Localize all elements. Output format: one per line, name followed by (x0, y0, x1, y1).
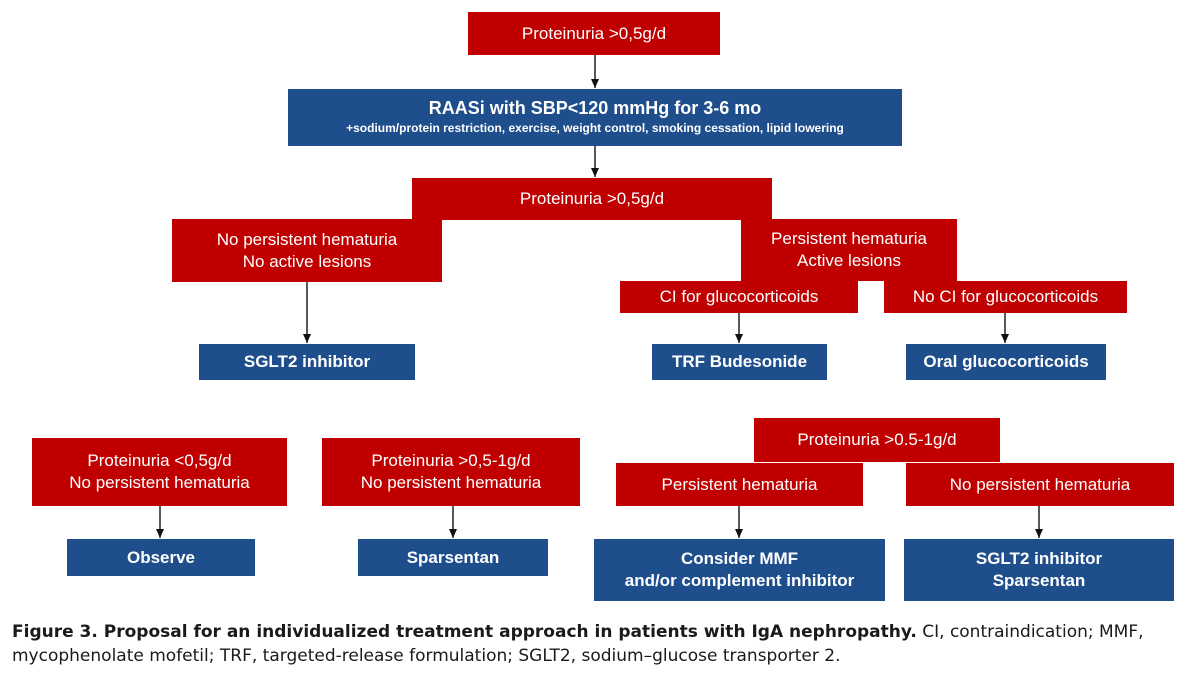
node-label: Persistent hematuria (771, 229, 927, 248)
node-label: SGLT2 inhibitor (975, 549, 1103, 568)
node-proteinuria-initial: Proteinuria >0,5g/d (468, 12, 720, 55)
node-label: Proteinuria >0,5g/d (519, 189, 665, 208)
node-persistent-hematuria: Persistent hematuria (616, 463, 863, 506)
node-oral-glucocorticoids: Oral glucocorticoids (906, 344, 1106, 380)
node-trf-budesonide: TRF Budesonide (652, 344, 827, 380)
node-label: Consider MMF (680, 549, 799, 568)
node-sublabel: +sodium/protein restriction, exercise, w… (346, 120, 844, 135)
node-label: RAASi with SBP<120 mmHg for 3-6 mo (428, 97, 762, 118)
node-no-hematuria-no-lesions: No persistent hematuria No active lesion… (172, 219, 442, 282)
node-label: Oral glucocorticoids (923, 352, 1089, 371)
node-label: TRF Budesonide (671, 352, 808, 371)
node-label: and/or complement inhibitor (624, 571, 855, 590)
node-proteinuria-mid: Proteinuria >0.5-1g/d (754, 418, 1000, 462)
node-label: No persistent hematuria (69, 473, 250, 492)
figure-caption: Figure 3. Proposal for an individualized… (12, 620, 1188, 668)
node-label: Sparsentan (992, 571, 1086, 590)
node-label: CI for glucocorticoids (659, 287, 819, 306)
caption-text: CI, contraindication; MMF, mycophenolate… (12, 622, 1144, 666)
node-label: Proteinuria >0,5g/d (521, 23, 667, 43)
node-label: Proteinuria <0,5g/d (87, 451, 232, 470)
node-label: No active lesions (242, 251, 372, 271)
node-ci-glucocorticoids: CI for glucocorticoids (620, 281, 858, 313)
node-no-ci-glucocorticoids: No CI for glucocorticoids (884, 281, 1127, 313)
node-label: Active lesions (797, 251, 901, 270)
node-label: No persistent hematuria (216, 229, 398, 249)
node-raasi-therapy: RAASi with SBP<120 mmHg for 3-6 mo +sodi… (288, 89, 902, 146)
node-label: Persistent hematuria (661, 474, 818, 494)
node-consider-mmf: Consider MMF and/or complement inhibitor (594, 539, 885, 601)
node-proteinuria-low-no-hematuria: Proteinuria <0,5g/d No persistent hematu… (32, 438, 287, 506)
node-label: Proteinuria >0.5-1g/d (797, 430, 957, 449)
node-sglt2-inhibitor: SGLT2 inhibitor (199, 344, 415, 380)
node-label: Proteinuria >0,5-1g/d (371, 451, 531, 470)
node-label: Sparsentan (406, 547, 500, 567)
node-label: Observe (126, 547, 196, 567)
node-proteinuria-mid-no-hematuria: Proteinuria >0,5-1g/d No persistent hema… (322, 438, 580, 506)
node-observe: Observe (67, 539, 255, 576)
node-proteinuria-after-raasi: Proteinuria >0,5g/d (412, 178, 772, 220)
node-label: No persistent hematuria (949, 474, 1131, 494)
node-label: SGLT2 inhibitor (243, 352, 371, 371)
caption-title: Figure 3. Proposal for an individualized… (12, 622, 917, 642)
node-label: No persistent hematuria (360, 473, 542, 492)
node-sparsentan: Sparsentan (358, 539, 548, 576)
node-label: No CI for glucocorticoids (912, 287, 1099, 306)
node-no-persistent-hematuria: No persistent hematuria (906, 463, 1174, 506)
node-hematuria-active-lesions: Persistent hematuria Active lesions (741, 219, 957, 281)
node-sglt2-sparsentan: SGLT2 inhibitor Sparsentan (904, 539, 1174, 601)
